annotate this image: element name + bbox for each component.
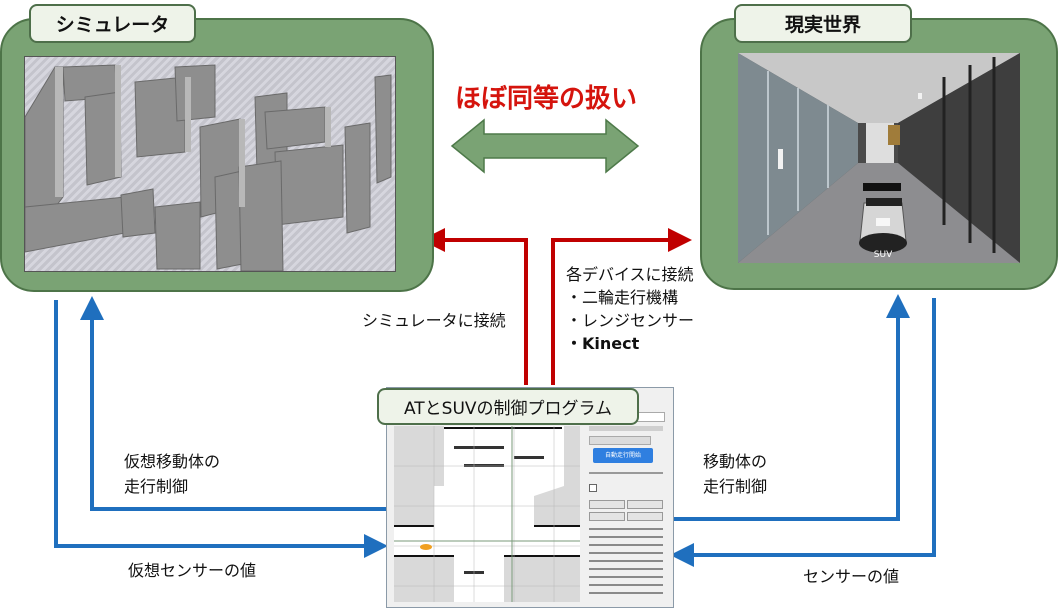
label-real-control: 移動体の 走行制御 (703, 449, 767, 499)
label-real-sensor: センサーの値 (803, 567, 900, 586)
red-arrow-to-simulator (421, 228, 528, 385)
label-virtual-control-line1: 仮想移動体の (124, 452, 221, 471)
program-button-b[interactable] (627, 500, 663, 509)
blue-arrow-real-control (674, 294, 910, 521)
program-button-a[interactable] (589, 500, 625, 509)
blue-arrow-virtual-sensor (54, 300, 388, 558)
simulator-title: シミュレータ (29, 4, 196, 43)
headline: ほぼ同等の扱い (455, 84, 638, 114)
robot-logo: SUV (874, 250, 893, 260)
program-title: ATとSUVの制御プログラム (377, 388, 639, 425)
label-connect-devices-line2: ・二輪走行機構 (566, 288, 679, 307)
start-auto-drive-button[interactable]: 自動走行開始 (593, 448, 653, 463)
program-slider[interactable] (589, 472, 663, 474)
program-option-a[interactable] (589, 426, 663, 431)
program-button-d[interactable] (627, 512, 663, 521)
program-controls: 自動走行開始 (587, 412, 667, 602)
program-checkbox-a[interactable] (589, 484, 597, 492)
program-map (394, 426, 580, 602)
simulator-screenshot (24, 56, 396, 272)
label-connect-devices: 各デバイスに接続 ・二輪走行機構 ・レンジセンサー ・Kinect (566, 263, 694, 355)
program-checklist (589, 526, 663, 598)
label-connect-devices-line4: ・Kinect (566, 334, 640, 353)
label-real-control-line2: 走行制御 (703, 477, 768, 496)
red-arrow-to-real-world (551, 228, 692, 385)
blue-arrow-real-sensor (670, 298, 936, 567)
label-virtual-sensor: 仮想センサーの値 (128, 561, 257, 580)
label-real-control-line1: 移動体の (703, 452, 768, 471)
label-virtual-control: 仮想移動体の 走行制御 (124, 449, 220, 499)
double-arrow (450, 118, 640, 174)
label-connect-devices-line1: 各デバイスに接続 (566, 265, 694, 284)
program-button-c[interactable] (589, 512, 625, 521)
program-option-b[interactable] (589, 436, 651, 445)
blue-arrow-virtual-control (80, 296, 398, 511)
real-world-title: 現実世界 (734, 4, 912, 43)
real-world-photo: SUV (738, 53, 1020, 263)
label-connect-devices-line3: ・レンジセンサー (566, 311, 695, 330)
label-virtual-control-line2: 走行制御 (124, 477, 189, 496)
label-connect-simulator: シミュレータに接続 (362, 311, 506, 330)
